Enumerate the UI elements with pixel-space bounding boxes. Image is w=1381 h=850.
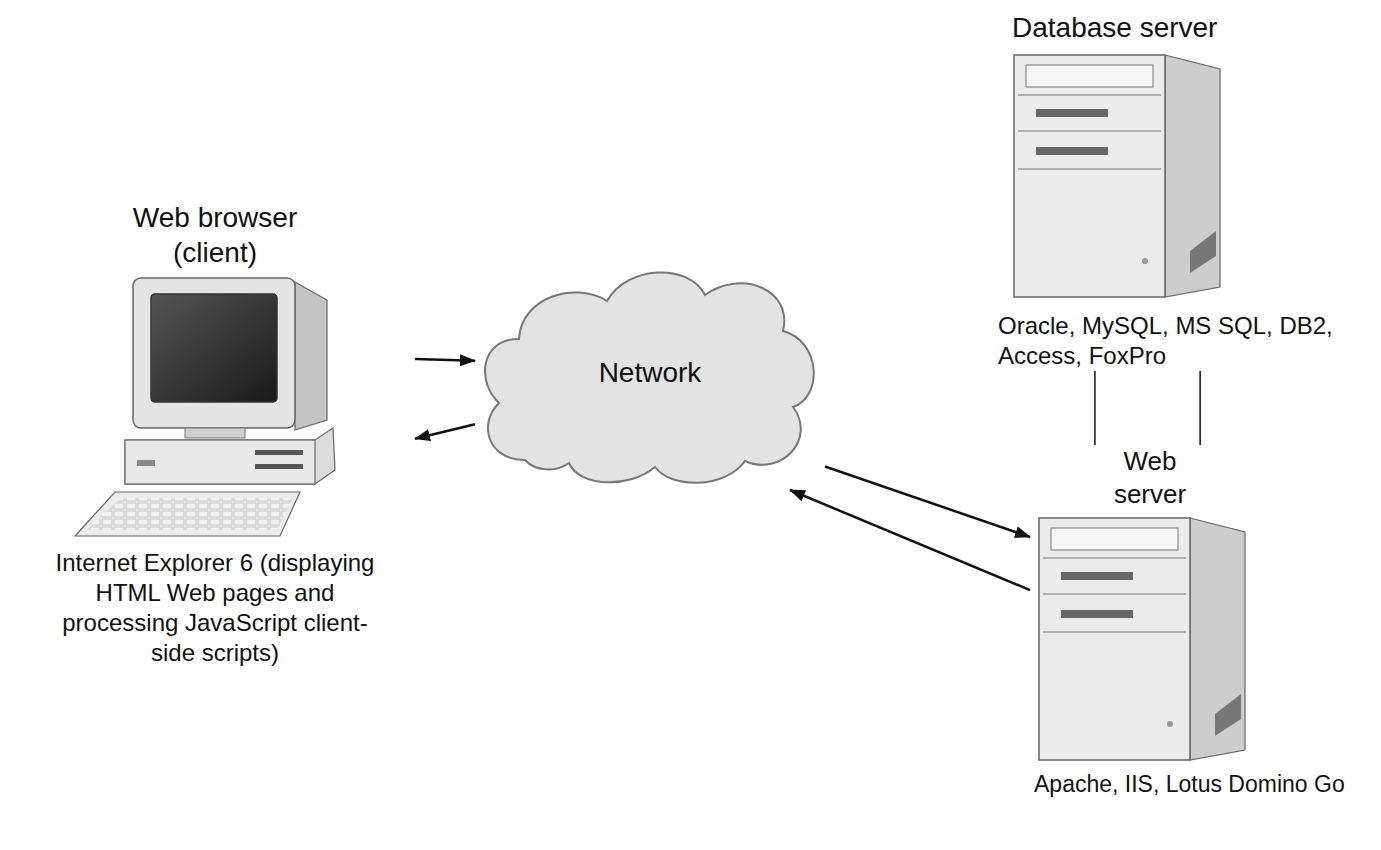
server-software: Apache, IIS, Lotus Domino Go [1034,770,1374,799]
node-heading: Web browser (client) [115,200,315,270]
device-node: Database server Oracle, MySQL, MS SQL, D… [990,10,1370,371]
server-software: Oracle, MySQL, MS SQL, DB2, Access, FoxP… [998,311,1368,371]
network-node: Network [475,255,825,490]
connection-line [1199,371,1201,445]
server-tower [1035,514,1250,764]
device-node: Web server Apache, IIS, Lotus Domino Go [1030,445,1375,799]
server-tower [1010,51,1225,301]
node-heading: Web server [1090,445,1210,510]
cloud-label: Network [599,355,702,390]
flow-arrow [790,490,1030,590]
computer-illustration [65,270,365,540]
device-node: Web browser (client) Internet Explorer 6… [15,200,415,668]
flow-arrow [415,424,475,438]
node-caption: Internet Explorer 6 (displaying HTML Web… [43,548,388,668]
flow-arrow [825,467,1030,537]
connection-line [1094,371,1096,445]
node-heading: Database server [1012,10,1217,45]
flow-arrow [415,359,475,361]
